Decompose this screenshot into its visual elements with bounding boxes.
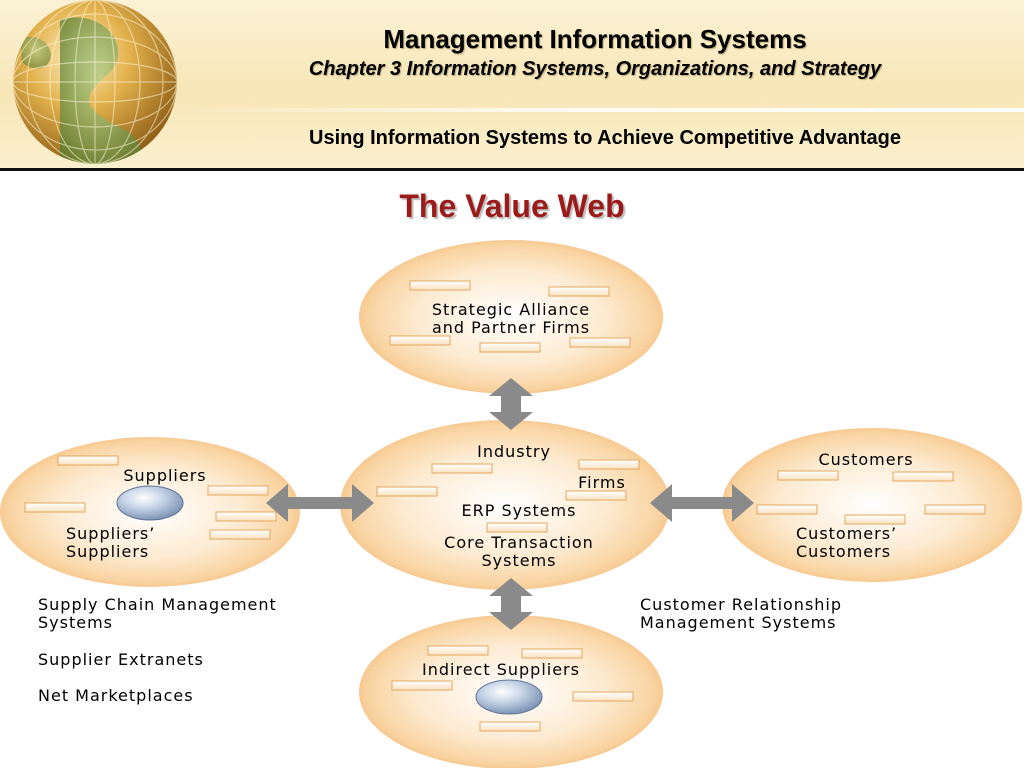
indirect-suppliers-sphere xyxy=(475,679,543,715)
arrow-left-center xyxy=(266,484,374,522)
node-customers xyxy=(722,428,1022,582)
header-subtitle: Using Information Systems to Achieve Com… xyxy=(309,127,901,149)
label-industry: Industry xyxy=(477,442,551,461)
connector-arrows xyxy=(266,378,754,630)
label-strategic-alliance-2: and Partner Firms xyxy=(432,318,590,337)
decorative-bars xyxy=(24,280,986,732)
header-band xyxy=(190,108,1024,112)
header-chapter: Chapter 3 Information Systems, Organizat… xyxy=(308,58,882,80)
node-strategic-alliance xyxy=(359,240,663,394)
caption-supplier-extranets: Supplier Extranets xyxy=(38,650,204,669)
label-suppliers-suppliers-1: Suppliers’ xyxy=(66,524,155,543)
arrow-top-center xyxy=(489,378,533,430)
caption-crm-2: Management Systems xyxy=(640,613,836,632)
globe-image xyxy=(0,0,200,168)
label-systems: Systems xyxy=(482,551,557,570)
caption-scm-1: Supply Chain Management xyxy=(38,595,277,614)
label-erp-systems: ERP Systems xyxy=(462,501,577,520)
label-indirect-suppliers: Indirect Suppliers xyxy=(422,660,580,679)
caption-net-marketplaces: Net Marketplaces xyxy=(38,686,194,705)
label-suppliers: Suppliers xyxy=(123,466,206,485)
suppliers-sphere xyxy=(116,485,184,521)
label-strategic-alliance-1: Strategic Alliance xyxy=(432,300,590,319)
label-customers-customers-1: Customers’ xyxy=(796,524,897,543)
label-customers-customers-2: Customers xyxy=(796,542,891,561)
slide-title: The Value Web xyxy=(399,188,625,224)
caption-scm-2: Systems xyxy=(38,613,113,632)
label-customers: Customers xyxy=(818,450,913,469)
header-divider xyxy=(0,168,1024,171)
caption-crm-1: Customer Relationship xyxy=(640,595,842,614)
label-firms: Firms xyxy=(578,473,626,492)
arrow-center-bottom xyxy=(489,578,533,630)
arrow-center-right xyxy=(650,484,754,522)
header-title: Management Information Systems xyxy=(383,24,807,54)
label-suppliers-suppliers-2: Suppliers xyxy=(66,542,149,561)
label-core-transaction: Core Transaction xyxy=(444,533,594,552)
